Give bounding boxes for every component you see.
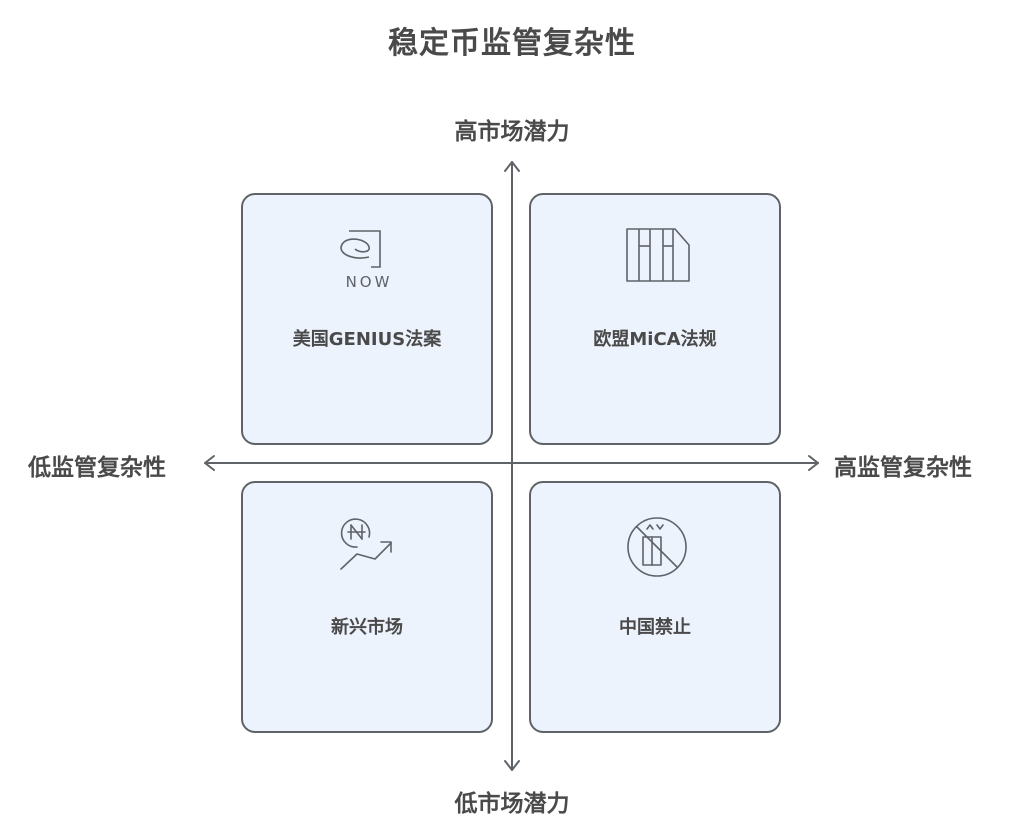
- quadrant-label: 中国禁止: [619, 617, 691, 638]
- quadrant-top-right: 欧盟MiCA法规: [529, 193, 781, 445]
- arrow-right-icon: [808, 455, 819, 471]
- now-logo-text: NOW: [346, 273, 393, 291]
- quadrant-top-left: NOW 美国GENIUS法案: [241, 193, 493, 445]
- quadrant-bottom-right: 中国禁止: [529, 481, 781, 733]
- y-axis-bottom-label: 低市场潜力: [454, 791, 570, 817]
- x-axis-right-label: 高监管复杂性: [834, 455, 972, 481]
- prohibited-icon: [627, 517, 687, 577]
- quadrant-label: 新兴市场: [331, 617, 403, 638]
- arrow-down-icon: [504, 760, 520, 771]
- now-logo-icon: NOW: [340, 230, 393, 291]
- quadrant-bottom-left: 新兴市场: [241, 481, 493, 733]
- arrow-up-icon: [504, 161, 520, 172]
- quadrant-label: 欧盟MiCA法规: [593, 329, 717, 350]
- y-axis-top-label: 高市场潜力: [454, 119, 570, 145]
- arrow-left-icon: [204, 455, 215, 471]
- naira-growth-icon: [340, 518, 392, 570]
- diagram-title: 稳定币监管复杂性: [388, 26, 636, 61]
- quadrant-label: 美国GENIUS法案: [292, 329, 442, 350]
- document-columns-icon: [626, 228, 690, 282]
- x-axis-left-label: 低监管复杂性: [28, 455, 166, 481]
